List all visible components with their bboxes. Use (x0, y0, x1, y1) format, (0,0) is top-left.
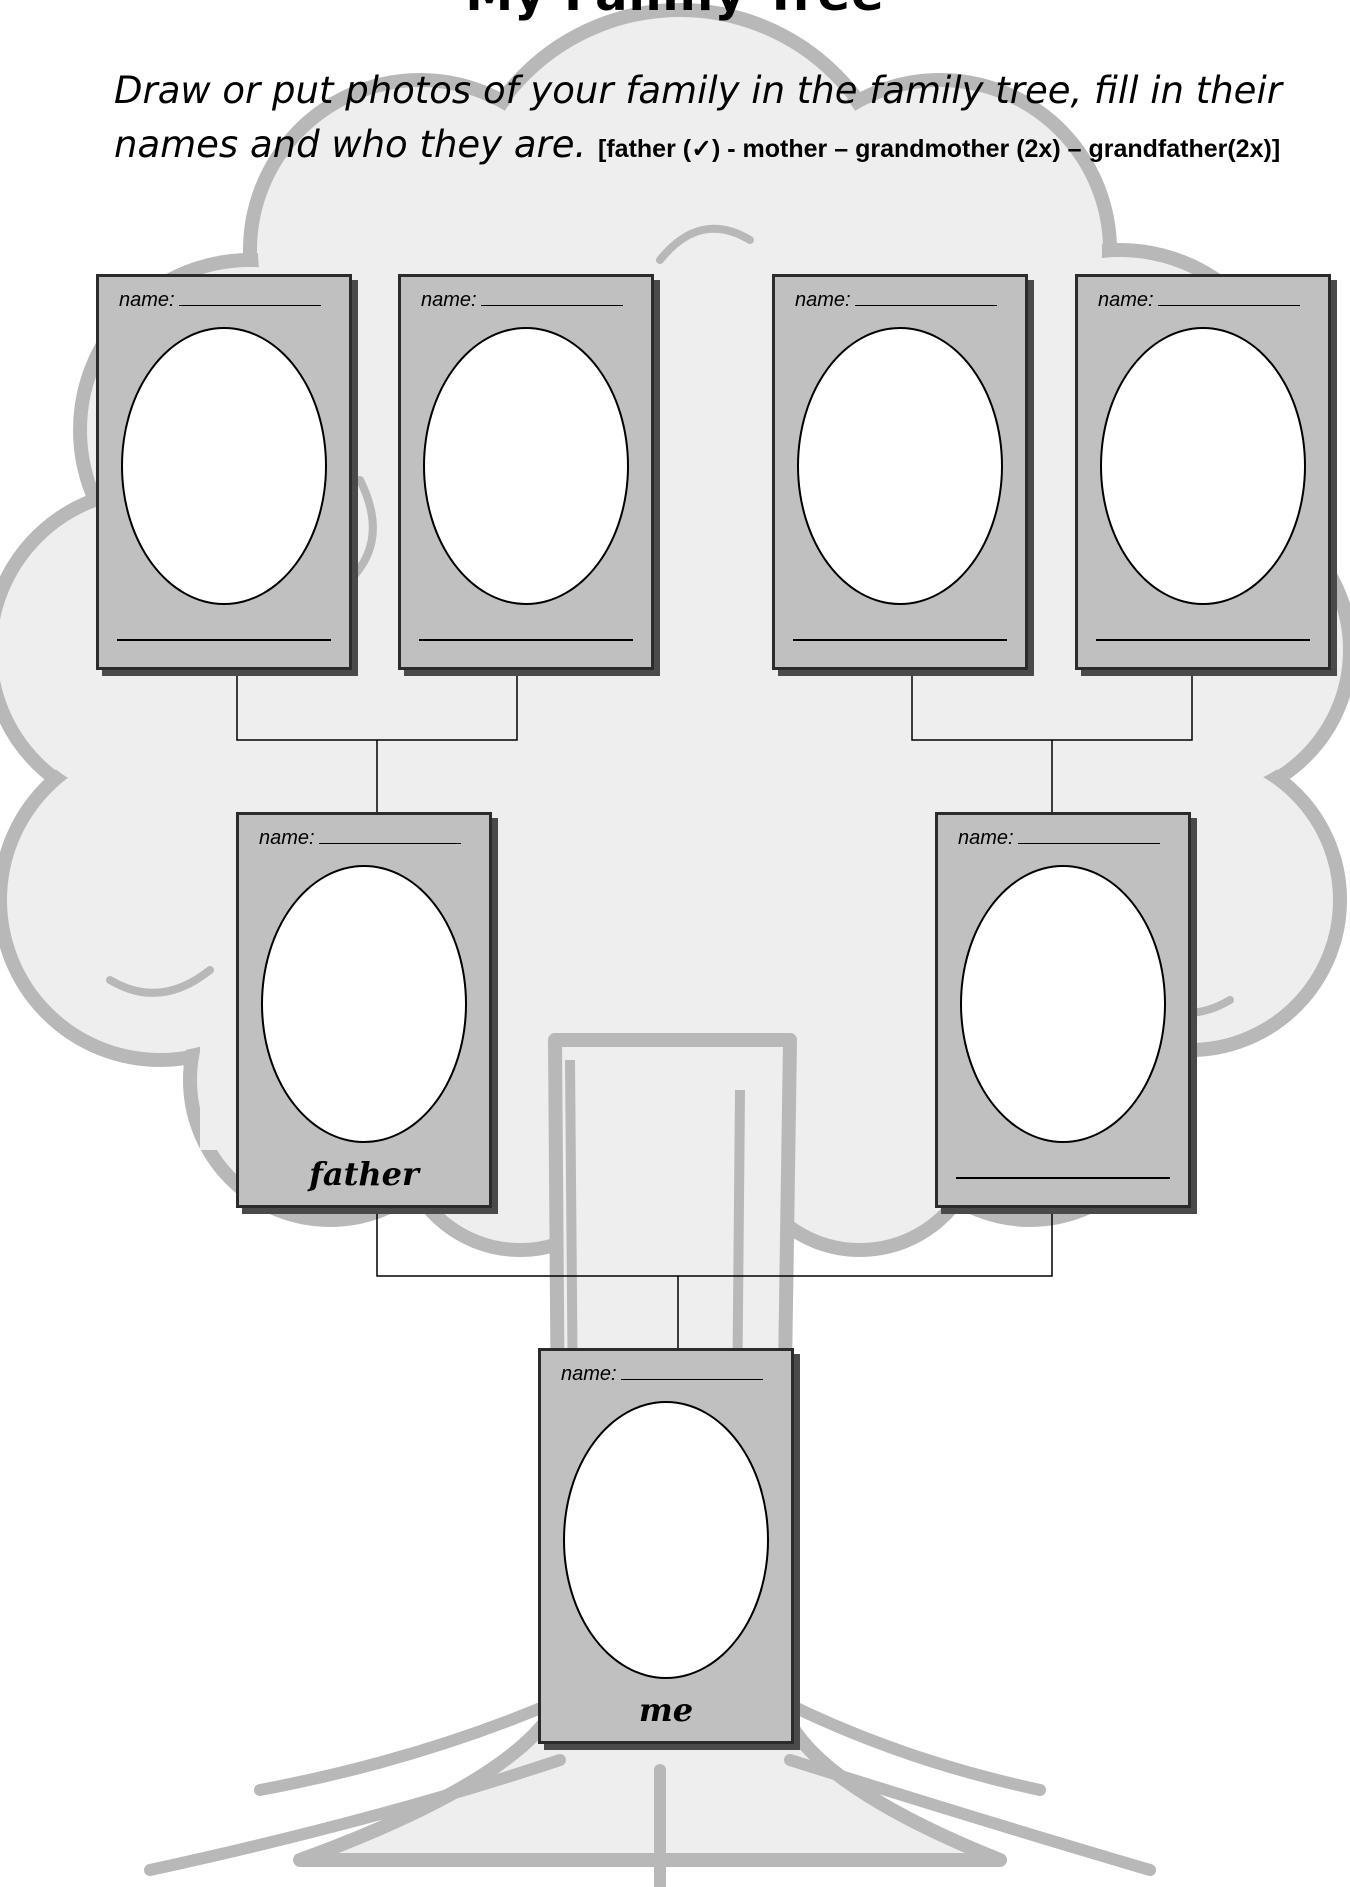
role-blank[interactable] (419, 639, 633, 641)
photo-frame[interactable] (797, 327, 1003, 605)
name-blank[interactable] (855, 291, 997, 306)
name-blank[interactable] (179, 291, 321, 306)
grandparent-card-1: name: (96, 274, 352, 670)
mother-card: name: (935, 812, 1191, 1208)
name-blank[interactable] (1018, 829, 1160, 844)
parents-connector (377, 1208, 1052, 1348)
role-blank[interactable] (117, 639, 331, 641)
photo-frame[interactable] (261, 865, 467, 1143)
role-label-father: father (239, 1155, 489, 1193)
photo-frame[interactable] (960, 865, 1166, 1143)
grandparent-card-4: name: (1075, 274, 1331, 670)
name-blank[interactable] (481, 291, 623, 306)
name-field[interactable]: name: (259, 827, 461, 850)
right-grandparents-connector (912, 672, 1192, 812)
father-card: name: father (236, 812, 492, 1208)
name-label: name: (958, 827, 1014, 849)
name-label: name: (259, 827, 315, 849)
photo-frame[interactable] (423, 327, 629, 605)
name-label: name: (421, 289, 477, 311)
name-label: name: (119, 289, 175, 311)
role-blank[interactable] (956, 1177, 1170, 1179)
photo-frame[interactable] (563, 1401, 769, 1679)
name-field[interactable]: name: (1098, 289, 1300, 312)
name-label: name: (561, 1363, 617, 1385)
left-grandparents-connector (237, 672, 517, 812)
photo-frame[interactable] (121, 327, 327, 605)
role-blank[interactable] (1096, 639, 1310, 641)
role-label-me: me (541, 1691, 791, 1729)
name-blank[interactable] (319, 829, 461, 844)
grandparent-card-3: name: (772, 274, 1028, 670)
name-field[interactable]: name: (421, 289, 623, 312)
name-field[interactable]: name: (795, 289, 997, 312)
me-card: name: me (538, 1348, 794, 1744)
name-label: name: (1098, 289, 1154, 311)
name-label: name: (795, 289, 851, 311)
name-field[interactable]: name: (561, 1363, 763, 1386)
name-field[interactable]: name: (119, 289, 321, 312)
name-blank[interactable] (621, 1365, 763, 1380)
name-field[interactable]: name: (958, 827, 1160, 850)
role-blank[interactable] (793, 639, 1007, 641)
name-blank[interactable] (1158, 291, 1300, 306)
photo-frame[interactable] (1100, 327, 1306, 605)
grandparent-card-2: name: (398, 274, 654, 670)
